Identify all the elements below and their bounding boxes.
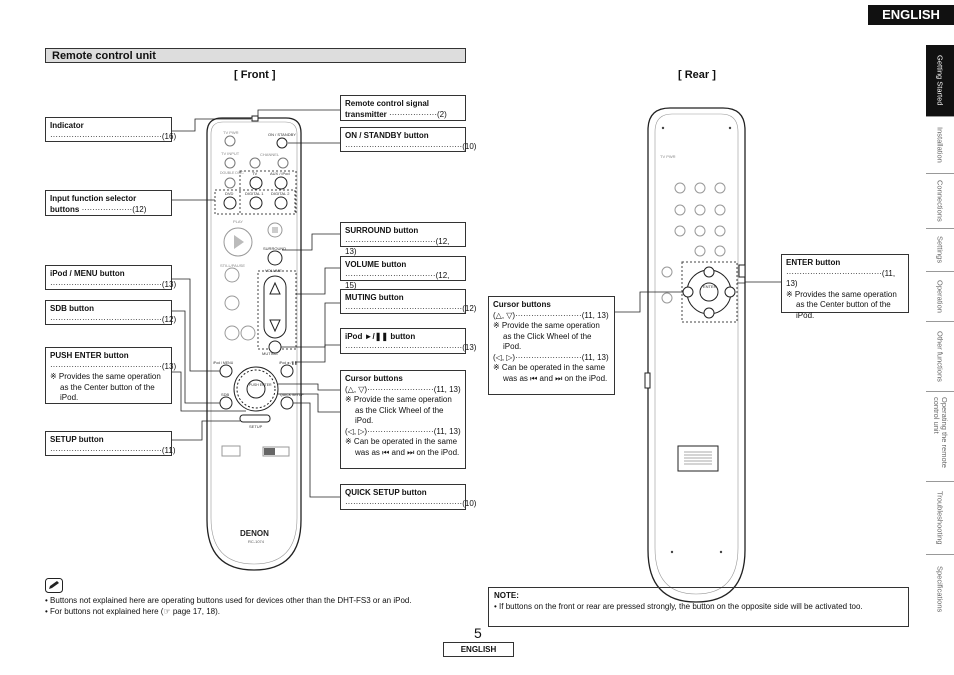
language-tab: ENGLISH xyxy=(868,5,954,25)
svg-text:CHANNEL: CHANNEL xyxy=(260,152,280,157)
callout-indicator: Indicator ······························… xyxy=(45,117,176,142)
svg-text:ENTER: ENTER xyxy=(703,284,717,289)
svg-text:PLAY: PLAY xyxy=(233,219,243,224)
side-tab-operating-remote[interactable]: Operating the remote control unit xyxy=(926,392,954,482)
callout-volume: VOLUME button ··························… xyxy=(340,256,466,290)
svg-text:iPod / MENU: iPod / MENU xyxy=(213,361,234,365)
callout-sdb: SDB button ·····························… xyxy=(45,300,176,325)
svg-text:TV: TV xyxy=(252,171,257,176)
notes-bullets: • Buttons not explained here are operati… xyxy=(45,595,475,617)
note-text: • If buttons on the front or rear are pr… xyxy=(494,601,863,611)
svg-text:iPod ►/❚❚: iPod ►/❚❚ xyxy=(279,360,297,365)
callout-push-enter: PUSH ENTER button ······················… xyxy=(45,347,176,404)
svg-text:DOUBLE DISC: DOUBLE DISC xyxy=(220,171,244,175)
svg-text:RC-1074: RC-1074 xyxy=(248,539,265,544)
callout-muting: MUTING button ··························… xyxy=(340,289,476,314)
callout-cursor-front: Cursor buttons (△, ▽)···················… xyxy=(340,370,466,469)
note-box: NOTE: • If buttons on the front or rear … xyxy=(488,587,909,627)
side-nav: Getting Started Installation Connections… xyxy=(926,45,954,623)
note-title: NOTE: xyxy=(494,591,519,600)
side-tab-getting-started[interactable]: Getting Started xyxy=(926,45,954,117)
svg-text:DIGITAL 1: DIGITAL 1 xyxy=(245,191,264,196)
leader-lines xyxy=(172,109,781,498)
svg-text:SURROUND: SURROUND xyxy=(263,246,286,251)
svg-text:STILL/PAUSE: STILL/PAUSE xyxy=(220,263,245,268)
svg-text:TV INPUT: TV INPUT xyxy=(221,151,240,156)
callout-setup: SETUP button ···························… xyxy=(45,431,176,456)
svg-text:DIGITAL 2: DIGITAL 2 xyxy=(271,191,290,196)
rear-remote: TV PWR ENTER xyxy=(644,107,746,603)
svg-text:VOLUME: VOLUME xyxy=(265,268,282,273)
svg-text:SETUP: SETUP xyxy=(249,424,263,429)
callout-on-standby: ON / STANDBY button ····················… xyxy=(340,127,476,152)
section-title: Remote control unit xyxy=(45,48,466,63)
callout-input-selector: Input function selector buttons ········… xyxy=(45,190,172,216)
side-tab-other-functions[interactable]: Other functions xyxy=(926,322,954,392)
rear-view-label: [ Rear ] xyxy=(678,69,716,81)
callout-enter-rear: ENTER button ···························… xyxy=(781,254,909,320)
svg-text:DENON: DENON xyxy=(240,529,269,538)
callout-cursor-rear: Cursor buttons (△, ▽)···················… xyxy=(488,296,615,395)
page-number: 5 xyxy=(474,625,482,641)
svg-text:TV PWR: TV PWR xyxy=(660,154,676,159)
svg-text:MUTING: MUTING xyxy=(262,351,278,356)
pencil-icon xyxy=(45,578,63,593)
front-label-tvpwr: TV PWR xyxy=(223,130,239,135)
svg-text:DVD: DVD xyxy=(225,191,234,196)
side-tab-connections[interactable]: Connections xyxy=(926,174,954,229)
footer-language: ENGLISH xyxy=(443,642,514,657)
callout-ipod-menu: iPod / MENU button ·····················… xyxy=(45,265,176,290)
callout-ipod-play: iPod ►/❚❚ button ·······················… xyxy=(340,328,476,354)
side-tab-settings[interactable]: Settings xyxy=(926,229,954,272)
side-tab-troubleshooting[interactable]: Troubleshooting xyxy=(926,482,954,555)
svg-text:ON / STANDBY: ON / STANDBY xyxy=(268,132,296,137)
svg-text:SDB: SDB xyxy=(221,392,230,397)
side-tab-operation[interactable]: Operation xyxy=(926,272,954,322)
bullet-item: • Buttons not explained here are operati… xyxy=(45,596,412,605)
front-remote: TV PWR ON / STANDBY TV INPUT CHANNEL DOU… xyxy=(206,115,304,571)
front-view-label: [ Front ] xyxy=(234,69,276,81)
callout-quick-setup: QUICK SETUP button ·····················… xyxy=(340,484,476,510)
side-tab-installation[interactable]: Installation xyxy=(926,117,954,174)
callout-transmitter: Remote control signal transmitter ······… xyxy=(340,95,466,121)
svg-text:AUX / iPod: AUX / iPod xyxy=(270,171,290,176)
side-tab-specifications[interactable]: Specifications xyxy=(935,565,945,613)
svg-text:QUICK SETUP: QUICK SETUP xyxy=(280,393,304,397)
callout-surround: SURROUND button ························… xyxy=(340,222,466,256)
svg-text:PUSH ENTER: PUSH ENTER xyxy=(249,383,272,387)
bullet-item: • For buttons not explained here (☞ page… xyxy=(45,607,220,616)
